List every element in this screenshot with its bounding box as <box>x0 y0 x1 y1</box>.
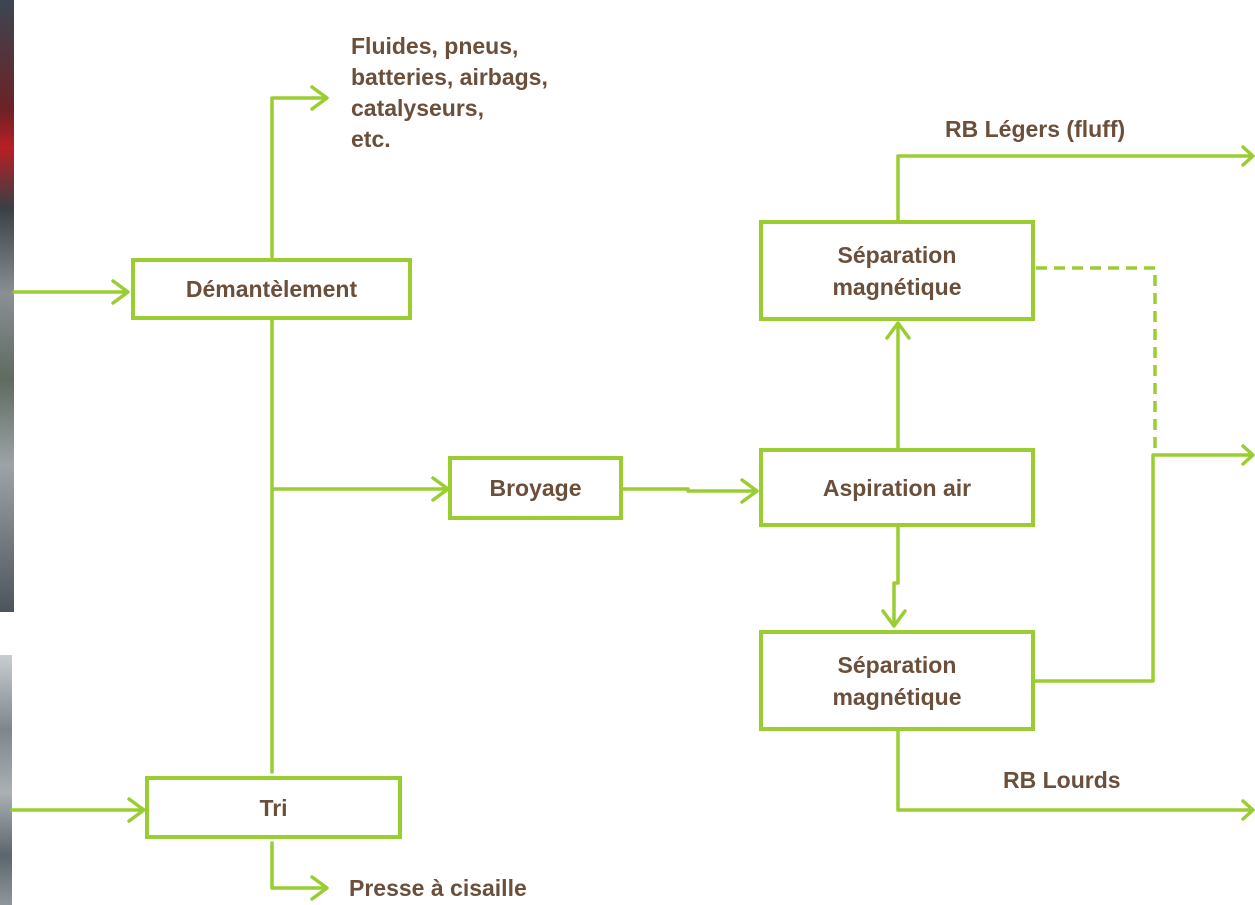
connector-tri-presse <box>270 841 327 890</box>
node-separation-magnetique-bottom-label: Séparation magnétique <box>832 651 962 710</box>
output-label-fluides: Fluides, pneus, batteries, airbags, cata… <box>351 33 548 152</box>
arrowhead <box>310 875 329 901</box>
arrowhead <box>881 609 907 628</box>
node-aspiration-air-label: Aspiration air <box>822 474 972 501</box>
vehicle-photo-top <box>0 0 14 612</box>
vehicle-photo-bottom <box>0 655 12 905</box>
arrowhead <box>1241 799 1255 821</box>
connector-broyage-aspiration <box>621 487 757 493</box>
output-label-rb-lourds: RB Lourds <box>1003 767 1121 793</box>
node-broyage-label: Broyage <box>489 475 582 501</box>
node-demantelement: Démantèlement <box>131 258 412 320</box>
node-separation-magnetique-top-label: Séparation magnétique <box>832 241 962 300</box>
arrowhead <box>885 321 911 340</box>
node-separation-magnetique-top: Séparation magnétique <box>759 220 1035 321</box>
node-separation-magnetique-bottom: Séparation magnétique <box>759 630 1035 731</box>
arrowhead <box>111 279 130 305</box>
node-aspiration-air: Aspiration air <box>759 448 1035 527</box>
node-broyage: Broyage <box>448 456 623 520</box>
node-tri: Tri <box>145 776 402 839</box>
connector-aspiration-separation-bottom <box>892 525 900 626</box>
connector-dashed-separation-top <box>1036 266 1157 455</box>
output-label-presse: Presse à cisaille <box>349 875 527 901</box>
node-tri-label: Tri <box>259 794 288 821</box>
arrowhead <box>1241 444 1255 466</box>
connector-separation-bottom-metals <box>1031 453 1254 683</box>
connector-demantelement-fluides <box>270 96 327 260</box>
arrowhead <box>127 797 146 823</box>
arrowhead <box>1241 145 1255 167</box>
arrowhead <box>310 85 329 111</box>
output-label-rb-legers: RB Légers (fluff) <box>945 116 1126 142</box>
arrowhead <box>740 478 759 504</box>
connector-separation-bottom-rb-lourds <box>896 729 1254 812</box>
connector-separation-top-rb-legers <box>896 154 1254 222</box>
node-demantelement-label: Démantèlement <box>185 276 358 302</box>
